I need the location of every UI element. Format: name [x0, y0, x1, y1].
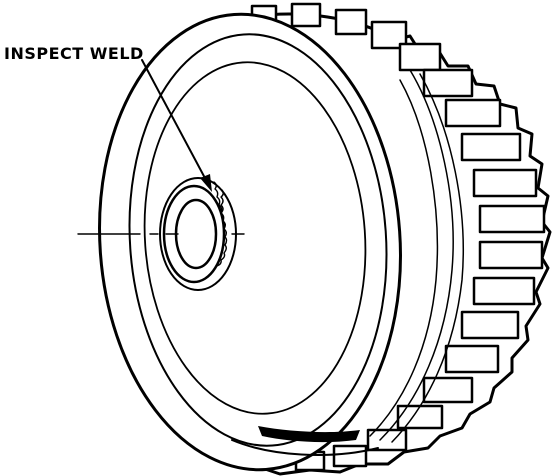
face-recess-ring	[143, 61, 367, 415]
rim-grooves	[369, 69, 464, 443]
drum-front-face	[98, 12, 402, 472]
callout-leader	[141, 59, 207, 181]
drum-rim-band	[128, 33, 388, 447]
inspect-weld-label: INSPECT WELD	[4, 44, 144, 63]
callout-arrowhead	[200, 174, 212, 192]
drum-lower-edge	[231, 439, 379, 456]
drum-shading-band	[258, 426, 360, 443]
